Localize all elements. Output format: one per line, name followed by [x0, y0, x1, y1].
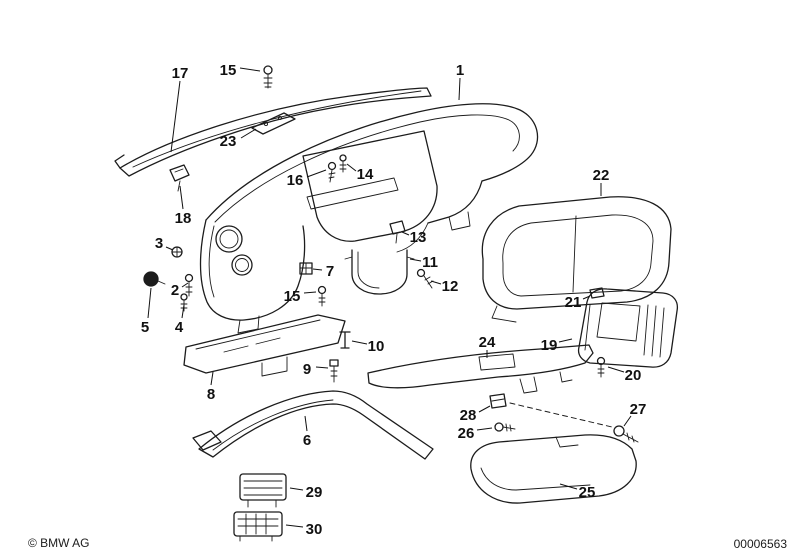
leader-line-16	[306, 169, 327, 178]
part-10-clip	[339, 331, 351, 349]
part-16-screw	[327, 161, 337, 183]
leader-line-3	[165, 246, 174, 251]
leader-line-1	[458, 77, 461, 101]
leader-line-17	[170, 80, 181, 153]
part-label-26: 26	[458, 425, 475, 442]
leader-line-25	[559, 483, 578, 490]
part-27-bolt	[613, 425, 639, 443]
part-14-screw	[339, 154, 347, 173]
part-label-9: 9	[303, 361, 311, 378]
leader-line-10	[351, 340, 368, 345]
part-26-bolt	[494, 422, 516, 432]
part-5-plug	[143, 271, 166, 287]
part-label-5: 5	[141, 319, 149, 336]
part-25-lower-panel	[470, 434, 637, 504]
part-callouts: 17 15 23 1 16 14 18 3 13 7 11 2 15 12 5 4 22 21 10 9 24 19 20 8…	[141, 62, 647, 538]
leader-line-14	[346, 163, 357, 172]
part-9-screw	[329, 359, 339, 383]
part-15-screw-top	[263, 65, 273, 89]
leader-line-4	[181, 304, 185, 319]
part-label-6: 6	[303, 432, 311, 449]
leader-line-19	[558, 338, 573, 343]
part-13-clip	[389, 220, 406, 244]
leader-line-29	[289, 487, 304, 491]
part-22-cover	[481, 196, 672, 323]
part-29-grille	[239, 473, 287, 508]
part-label-19: 19	[541, 337, 558, 354]
leader-line-26	[476, 427, 493, 431]
part-11-bracket	[344, 249, 415, 295]
part-4-screw	[180, 293, 188, 312]
part-label-7: 7	[326, 263, 334, 280]
leader-line-5	[147, 287, 152, 319]
part-label-29: 29	[306, 484, 323, 501]
part-label-14: 14	[357, 166, 374, 183]
part-17-upper-trim-strip	[114, 87, 432, 177]
part-label-18: 18	[175, 210, 192, 227]
part-24-bracket	[367, 344, 594, 394]
part-15-screw-mid	[317, 285, 327, 307]
part-18-clip	[169, 164, 190, 192]
leader-line-9	[315, 366, 329, 369]
part-label-11: 11	[422, 254, 438, 271]
leader-line-15	[303, 291, 317, 294]
assembly-dashed-line	[509, 402, 613, 428]
leader-line-11	[409, 258, 422, 262]
part-label-1: 1	[456, 62, 464, 79]
part-20-screw	[596, 356, 606, 378]
leader-line-13	[401, 231, 410, 236]
part-label-27: 27	[630, 401, 647, 418]
leader-line-2	[181, 282, 189, 288]
leader-line-7	[312, 268, 323, 271]
part-label-16: 16	[287, 172, 304, 189]
part-1-dashboard-trim	[199, 103, 539, 334]
part-label-28: 28	[460, 407, 477, 424]
part-label-2: 2	[171, 282, 179, 299]
copyright-text: © BMW AG	[28, 536, 90, 550]
part-label-8: 8	[207, 386, 215, 403]
part-21-clip	[589, 287, 605, 299]
part-30-grille	[233, 511, 283, 542]
part-label-21: 21	[565, 294, 582, 311]
leader-line-8	[210, 371, 214, 386]
part-19-trim-panel	[577, 288, 679, 368]
leader-line-21	[582, 295, 591, 300]
part-label-22: 22	[593, 167, 610, 184]
leader-line-23	[240, 128, 257, 139]
part-label-4: 4	[175, 319, 184, 336]
leader-line-30	[285, 524, 304, 528]
part-label-15: 15	[284, 288, 301, 305]
diagram-artwork	[114, 65, 679, 542]
part-label-30: 30	[306, 521, 323, 538]
part-label-17: 17	[172, 65, 189, 82]
leader-line-15	[239, 67, 261, 72]
leader-line-12	[430, 280, 442, 285]
part-3-fastener	[171, 246, 183, 258]
part-23-bracket	[251, 112, 296, 135]
part-label-20: 20	[625, 367, 642, 384]
part-7-clip	[299, 262, 313, 275]
part-label-25: 25	[579, 484, 596, 501]
part-8-shelf-panel	[183, 314, 346, 377]
leader-line-27	[623, 415, 632, 427]
leader-line-18	[179, 185, 184, 210]
part-label-23: 23	[220, 133, 237, 150]
part-label-24: 24	[479, 334, 496, 351]
part-label-3: 3	[155, 235, 163, 252]
leader-line-6	[304, 415, 308, 432]
part-6-lower-trim	[192, 390, 434, 460]
part-12-screw	[416, 268, 434, 289]
part-2-screw	[184, 273, 194, 297]
part-label-13: 13	[410, 229, 427, 246]
leader-line-20	[607, 366, 625, 373]
part-label-10: 10	[368, 338, 385, 355]
part-label-12: 12	[442, 278, 459, 295]
leader-line-28	[478, 405, 491, 413]
document-number: 00006563	[733, 537, 787, 551]
part-label-15: 15	[220, 62, 237, 79]
part-28-block	[489, 393, 507, 409]
